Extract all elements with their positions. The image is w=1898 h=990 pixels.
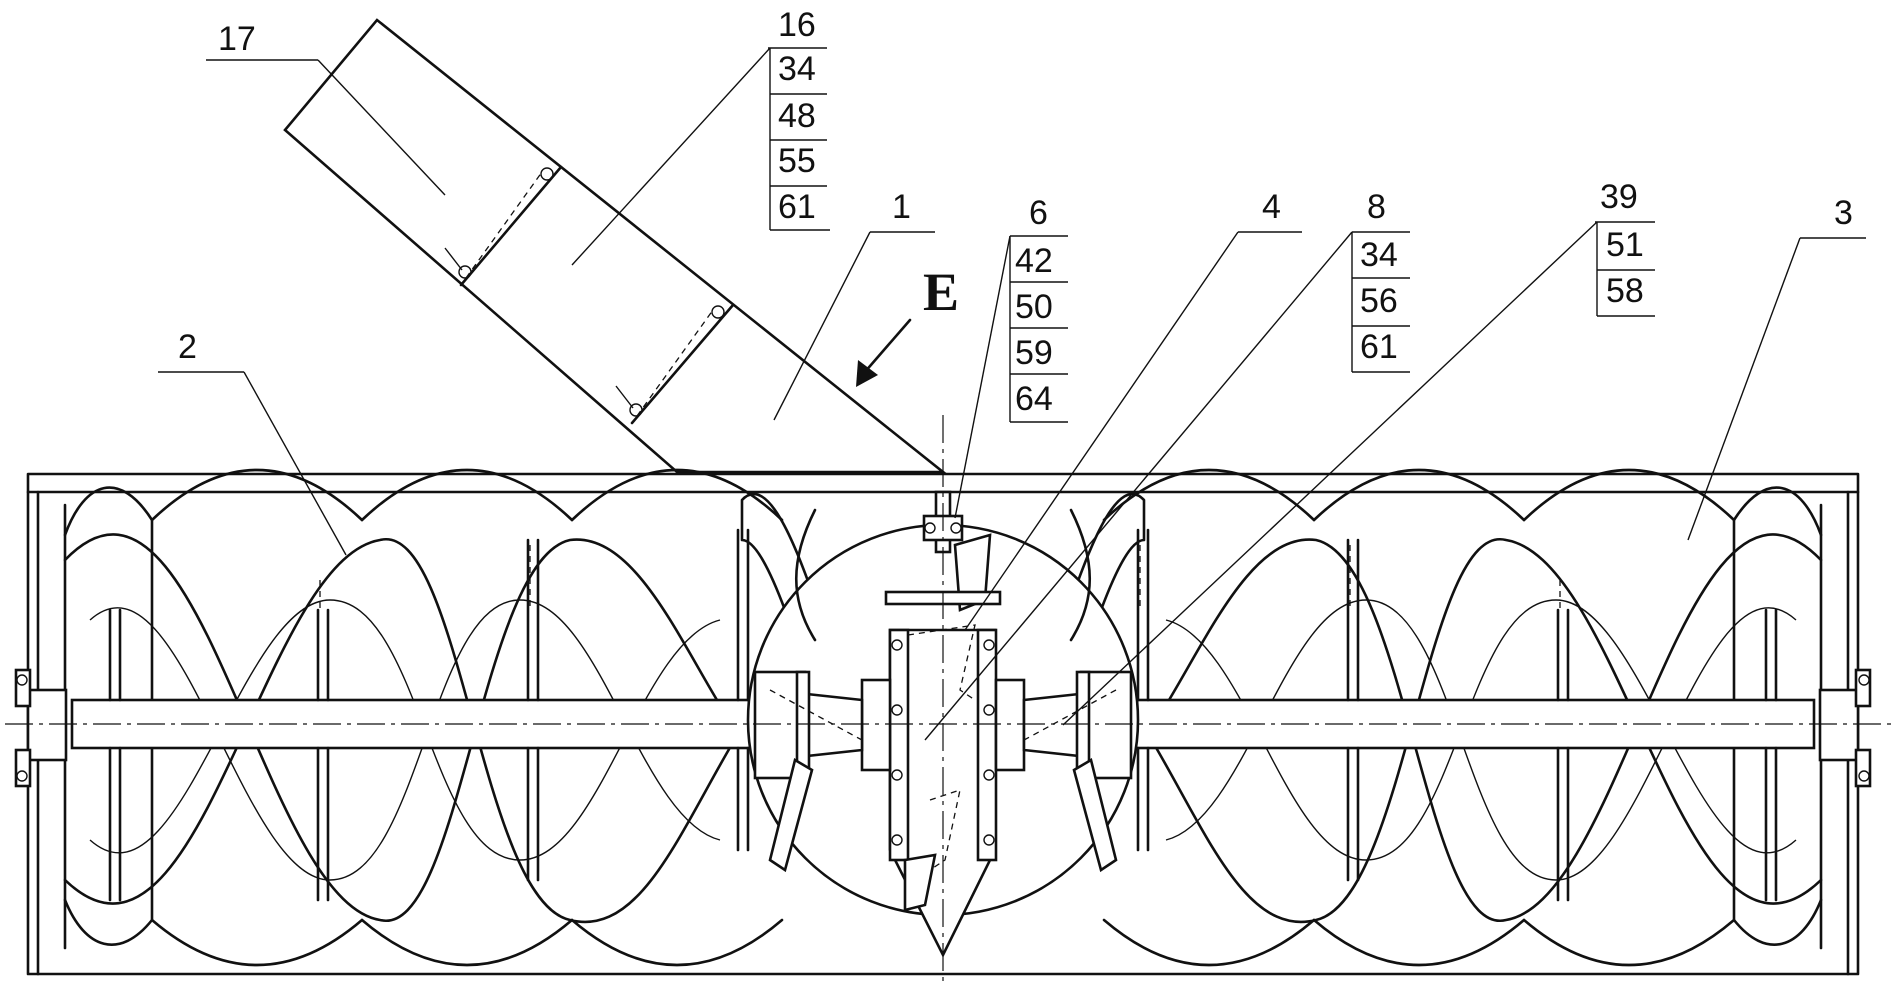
callout-8: 8 34 56 61 [924,188,1410,741]
callout-4-label: 4 [1262,188,1281,226]
view-letter-e: E [923,262,959,322]
callout-6: 6 42 50 59 64 [954,194,1068,519]
callout-2-label: 2 [178,328,197,366]
central-impeller [746,490,1140,958]
callout-3: 3 [1687,194,1866,541]
callout-8-ref-3: 61 [1360,328,1398,366]
callout-8-label: 8 [1367,188,1386,226]
callout-39-ref-1: 51 [1606,226,1644,264]
view-arrow-e: E [856,262,959,387]
discharge-chute [283,18,947,474]
callout-16-ref-3: 55 [778,142,816,180]
callout-17: 17 [206,20,446,196]
callout-39-label: 39 [1600,178,1638,216]
callout-6-ref-1: 42 [1015,242,1053,280]
callout-16-label: 16 [778,6,816,44]
callout-8-ref-1: 34 [1360,236,1398,274]
callout-16: 16 34 48 55 61 [571,6,830,266]
centre-lines [5,415,1893,985]
callout-6-label: 6 [1029,194,1048,232]
callout-8-ref-2: 56 [1360,282,1398,320]
callout-4: 4 [964,188,1302,631]
callout-6-ref-3: 59 [1015,334,1053,372]
callout-1: 1 [773,188,935,421]
left-auger [63,468,817,967]
callout-1-label: 1 [892,188,911,226]
callout-3-label: 3 [1834,194,1853,232]
callout-16-ref-4: 61 [778,188,816,226]
left-end-bearing [14,503,68,950]
callout-6-ref-2: 50 [1015,288,1053,326]
right-auger [1069,468,1823,967]
right-end-bearing [1818,503,1872,950]
callout-16-ref-2: 48 [778,97,816,135]
callout-6-ref-4: 64 [1015,380,1053,418]
callout-39: 39 51 58 [1062,178,1655,726]
callout-39-ref-2: 58 [1606,272,1644,310]
callout-16-ref-1: 34 [778,50,816,88]
callout-17-label: 17 [218,20,256,58]
callout-2: 2 [158,328,347,556]
